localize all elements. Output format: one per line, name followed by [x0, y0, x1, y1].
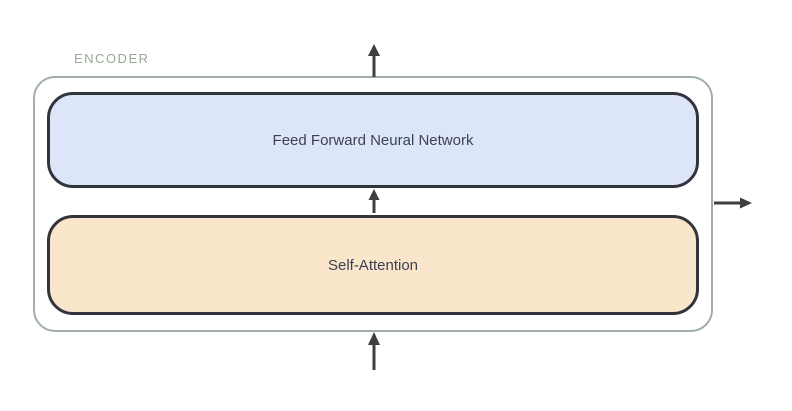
self-attention-block: Self-Attention	[47, 215, 699, 315]
self-attention-label: Self-Attention	[327, 256, 419, 274]
output-arrow-up-icon	[368, 44, 380, 77]
feed-forward-label: Feed Forward Neural Network	[272, 131, 474, 149]
encoder-title: ENCODER	[74, 51, 150, 66]
encoder-outer-box	[33, 76, 713, 332]
input-arrow-up-icon	[368, 332, 380, 370]
side-output-arrow-right-icon	[714, 197, 752, 209]
feed-forward-block: Feed Forward Neural Network	[47, 92, 699, 188]
